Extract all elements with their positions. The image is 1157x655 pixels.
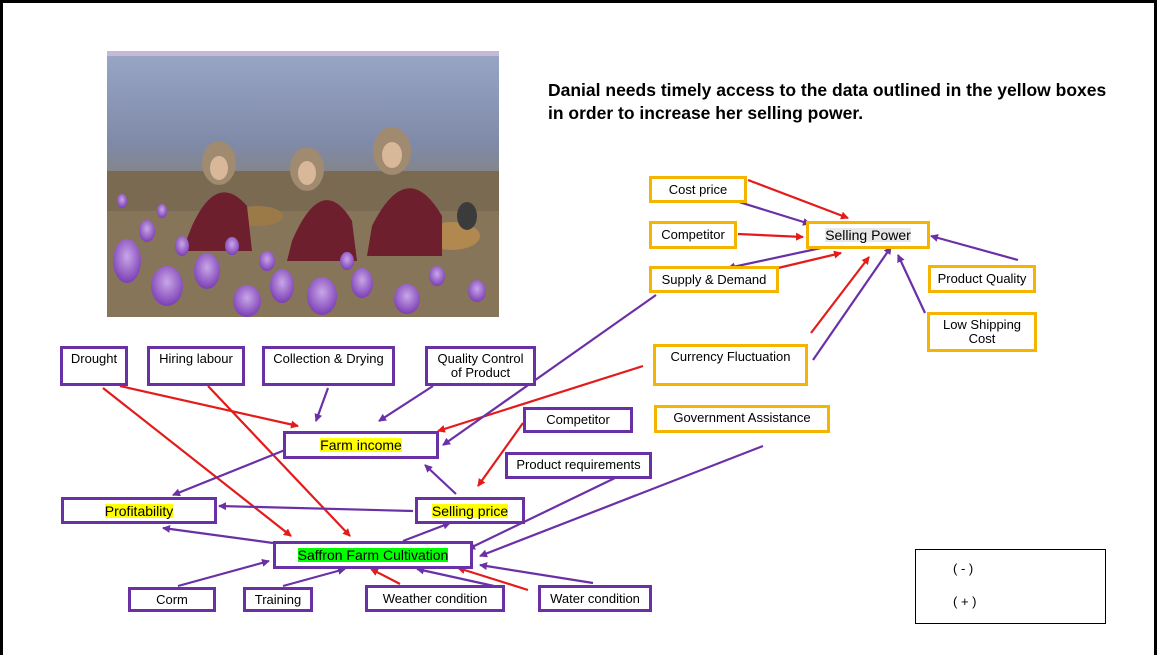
box-competitor-top: Competitor [649, 221, 737, 249]
box-product-quality: Product Quality [928, 265, 1036, 293]
box-collection-drying: Collection & Drying [262, 346, 395, 386]
arrow-currency-to-selling-power [810, 256, 870, 334]
arrow-quality-to-farm-income [378, 385, 434, 422]
arrow-drought-to-cultivation [102, 387, 292, 537]
box-product-requirements: Product requirements [505, 452, 652, 479]
arrow-shipping-to-selling-power [897, 254, 926, 314]
box-competitor-bottom: Competitor [523, 407, 633, 433]
arrow-supply-demand-to-selling-power [777, 250, 842, 270]
legend-negative-label: ( - ) [953, 561, 974, 576]
legend: ( - ) ( + ) [915, 549, 1106, 624]
legend-positive-label: ( + ) [953, 594, 977, 609]
arrow-competitor-to-selling-price [477, 422, 524, 487]
arrow-cultivation-to-selling-price [402, 521, 451, 543]
arrow-selling-price-to-farm-income [424, 464, 457, 495]
arrow-weather-to-cultivation [370, 568, 401, 585]
box-training: Training [243, 587, 313, 612]
box-drought: Drought [60, 346, 128, 386]
arrow-weather-to-cultivation-pos [416, 566, 504, 590]
box-farm-income: Farm income [283, 431, 439, 459]
arrow-competitor-to-selling-power [737, 232, 804, 241]
box-supply-demand: Supply & Demand [649, 266, 779, 293]
arrow-currency-to-selling-power-pos [812, 246, 892, 361]
box-profitability: Profitability [61, 497, 217, 524]
arrow-product-req-to-cultivation [467, 477, 616, 550]
headline: Danial needs timely access to the data o… [548, 80, 1107, 123]
box-selling-price: Selling price [415, 497, 525, 524]
arrow-corm-to-cultivation [177, 558, 270, 588]
box-quality-control: Quality Control of Product [425, 346, 536, 386]
saffron-harvest-photo [107, 51, 499, 317]
arrow-supply-to-farm-income [442, 294, 657, 446]
arrow-government-to-cultivation [479, 444, 764, 558]
arrow-selling-price-to-profitability [218, 502, 414, 513]
box-saffron-farm-cultivation: Saffron Farm Cultivation [273, 541, 473, 569]
arrow-product-quality-to-selling-power [930, 234, 1019, 262]
box-weather-condition: Weather condition [365, 585, 505, 612]
box-water-condition: Water condition [538, 585, 652, 612]
arrow-drought-to-farm-income [119, 384, 299, 429]
arrow-collection-to-farm-income [314, 387, 330, 422]
arrow-hiring-to-cultivation [207, 385, 351, 537]
box-cost-price: Cost price [649, 176, 747, 203]
arrow-water-to-cultivation-pos [479, 562, 594, 585]
box-corm: Corm [128, 587, 216, 612]
box-selling-power: Selling Power [806, 221, 930, 249]
arrow-farm-income-to-profitability [172, 448, 286, 497]
arrow-selling-power-to-supply [727, 246, 822, 271]
arrow-cost-price-to-selling-power [747, 178, 849, 220]
arrow-water-to-cultivation [457, 566, 529, 592]
arrow-training-to-cultivation [282, 566, 346, 588]
box-currency-fluctuation: Currency Fluctuation [653, 344, 808, 386]
box-government-assistance: Government Assistance [654, 405, 830, 433]
box-hiring-labour: Hiring labour [147, 346, 245, 386]
arrow-cultivation-to-profitability [162, 524, 274, 545]
box-low-shipping-cost: Low Shipping Cost [927, 312, 1037, 352]
arrow-currency-to-farm-income [437, 364, 644, 433]
